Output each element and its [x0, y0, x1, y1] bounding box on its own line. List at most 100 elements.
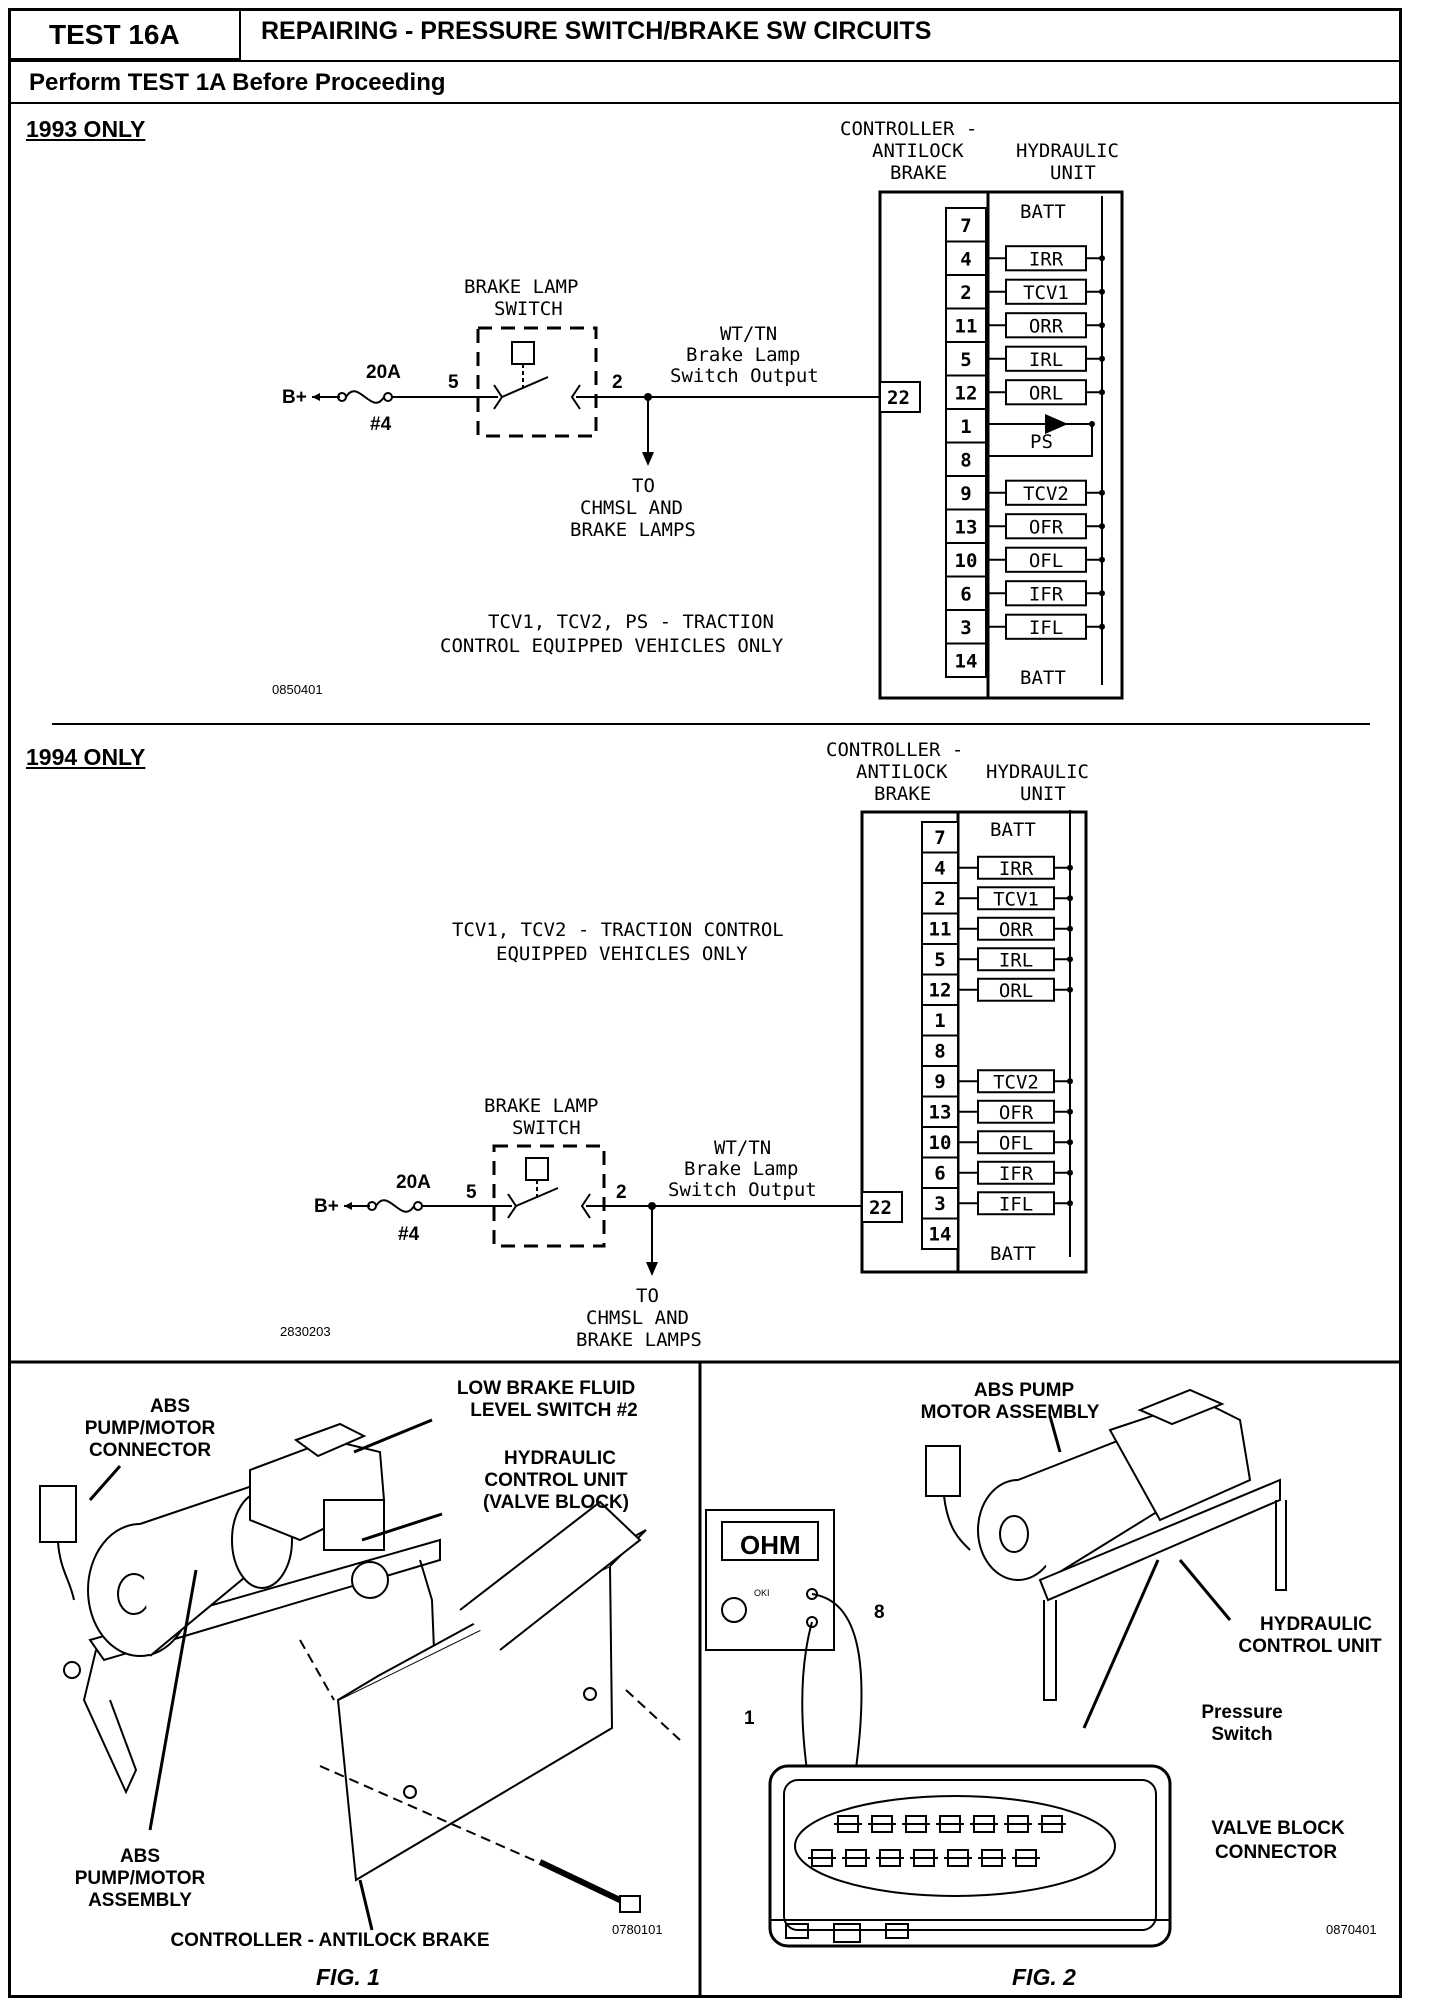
batt-top-label: BATT [990, 819, 1036, 841]
valve-label: TCV1 [1023, 282, 1069, 304]
hydraulic-label-line: HYDRAULIC [1016, 140, 1119, 162]
leader-line [148, 1569, 198, 1831]
hydraulic-label-line: UNIT [1020, 783, 1066, 805]
valve-label: ORR [1029, 315, 1064, 337]
valve-label: IFR [1029, 583, 1064, 605]
valve-coil-box [977, 1191, 1055, 1216]
divider [11, 60, 1399, 62]
valve-coil-box [977, 977, 1055, 1002]
pin-number: 11 [929, 918, 952, 940]
pin-number: 12 [955, 383, 978, 405]
to-label-line: BRAKE LAMPS [576, 1329, 702, 1351]
pin-number: 10 [955, 550, 978, 572]
label-line: PUMP/MOTOR [85, 1418, 216, 1439]
hydraulic-label-line: UNIT [1050, 162, 1096, 184]
valve-coil-box [1005, 546, 1087, 573]
pin-number: 7 [960, 215, 971, 237]
valve-label: IRR [999, 858, 1034, 880]
junction-dot [1067, 956, 1073, 963]
pin-number: 14 [929, 1223, 952, 1245]
label-line: CONTROL UNIT [484, 1470, 628, 1491]
pin-cell [945, 475, 987, 511]
pin-number: 6 [934, 1162, 945, 1184]
valve-coil-box [977, 886, 1055, 911]
junction-dot [1099, 489, 1105, 496]
junction-dot [1067, 1200, 1073, 1207]
fuse-number: #4 [370, 414, 392, 435]
junction-dot [1099, 255, 1105, 262]
valve-coil-box [977, 1099, 1055, 1124]
relay-coil [511, 341, 535, 365]
label-line: ABS [120, 1846, 160, 1867]
valve-coil-box [1005, 379, 1087, 406]
pin-number: 8 [960, 450, 971, 472]
supply-label: B+ [282, 387, 307, 408]
switch-label-line: SWITCH [494, 298, 563, 320]
pin-number: 2 [934, 888, 945, 910]
valve-label: ORL [999, 980, 1033, 1002]
to-label-line: TO [636, 1285, 659, 1307]
batt-bottom-label: BATT [1020, 667, 1066, 689]
pin-cell [921, 882, 959, 915]
valve-coil-box [1005, 613, 1087, 640]
junction-dot [1067, 1108, 1073, 1115]
pin-number: 3 [934, 1193, 945, 1215]
switch-label-line: SWITCH [512, 1117, 581, 1139]
to-label-line: CHMSL AND [586, 1307, 689, 1329]
note-line: TCV1, TCV2, PS - TRACTION [488, 611, 774, 633]
align-path [299, 1639, 335, 1701]
valve-coil-box [1005, 479, 1087, 506]
connector-wire [57, 1541, 75, 1601]
controller-label-line: BRAKE [874, 783, 931, 805]
controller-label-line: BRAKE [890, 162, 947, 184]
ref-code: 0780101 [612, 1922, 663, 1937]
pin-cell [945, 575, 987, 611]
batt-bottom-label: BATT [990, 1243, 1036, 1265]
label-line: HYDRAULIC [504, 1448, 616, 1469]
valve-coil-box [977, 947, 1055, 972]
pin-out-label: 2 [612, 372, 623, 393]
probe-1-label: 1 [744, 1708, 755, 1729]
valve-label: TCV1 [993, 888, 1039, 910]
pin-cell [945, 374, 987, 410]
junction-dot [1099, 322, 1105, 329]
valve-label: IFL [999, 1193, 1033, 1215]
leader-line [88, 1465, 122, 1501]
valve-block [323, 1499, 385, 1551]
pin-cell [921, 1217, 959, 1250]
valve-label: OFR [999, 1102, 1034, 1124]
fuse-rating: 20A [396, 1172, 431, 1193]
pin-number: 12 [929, 979, 952, 1001]
ohmmeter-label: OHM [740, 1530, 801, 1560]
valve-coil-box [977, 1069, 1055, 1094]
controller-label-line: CONTROLLER - [826, 739, 963, 761]
ref-code: 0870401 [1326, 1922, 1377, 1937]
leader-line [1048, 1415, 1062, 1453]
leader-line [361, 1512, 443, 1542]
reservoir-cap [293, 1422, 367, 1458]
controller-label-line: ANTILOCK [872, 140, 964, 162]
label-line: CONNECTOR [89, 1440, 211, 1461]
label-line: ABS [150, 1396, 190, 1417]
junction-dot [1099, 556, 1105, 563]
pin-number: 5 [960, 349, 971, 371]
bracket-leg [1275, 1500, 1287, 1591]
to-label-line: BRAKE LAMPS [570, 519, 696, 541]
wire-label-line: WT/TN [714, 1137, 771, 1159]
probe-8-label: 8 [874, 1602, 885, 1623]
label-line: LOW BRAKE FLUID [457, 1378, 635, 1399]
valve-coil-box [977, 1130, 1055, 1155]
valve-coil-box [977, 916, 1055, 941]
pump-connector [925, 1445, 961, 1497]
valve-label: OFR [1029, 516, 1064, 538]
switch-label-line: BRAKE LAMP [464, 276, 578, 298]
junction-dot [1067, 895, 1073, 902]
fuse-symbol [345, 390, 385, 404]
switch-contact [482, 376, 549, 410]
valve-block-fitting [351, 1561, 389, 1599]
pin-cell [945, 307, 987, 343]
label-line: ABS PUMP [974, 1380, 1075, 1401]
pin-cell [945, 542, 987, 578]
